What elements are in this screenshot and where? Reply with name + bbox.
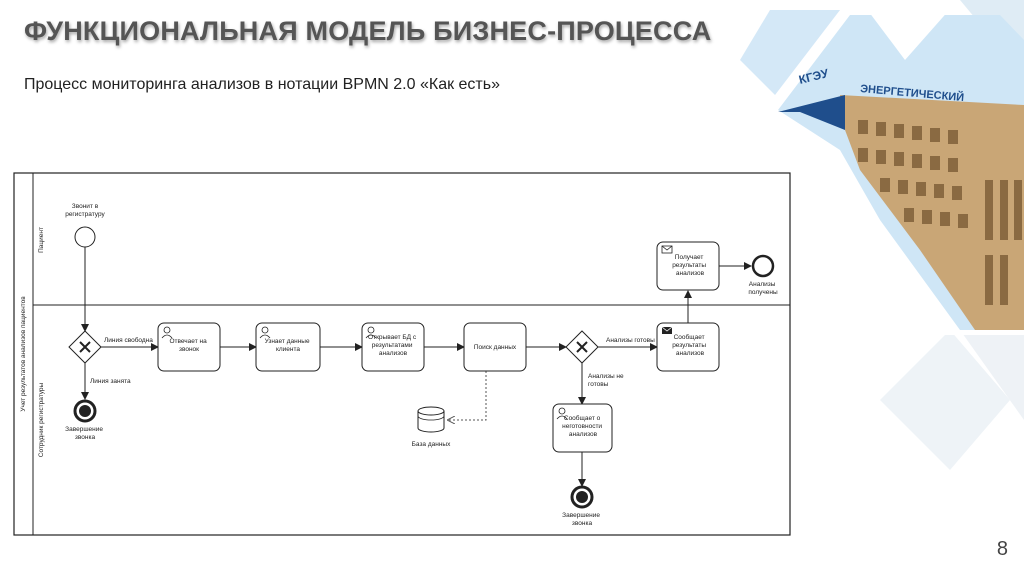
task-client-data: Узнает данные клиента [255, 322, 321, 372]
svg-text:Получает результаты: Получает результаты анализов [672, 254, 708, 277]
lane-label-staff: Сотрудник регистратуры [38, 382, 45, 457]
svg-text:Сообщает о неготовности: Сообщает о неготовности анализов [562, 414, 604, 438]
svg-text:Узнает данные клиента: Узнает данные клиента [265, 338, 312, 353]
flow-label-line-free: Линия свободна [104, 336, 153, 344]
lane-label-patient: Пациент [38, 227, 45, 253]
svg-text:Поиск данных: Поиск данных [474, 344, 517, 351]
flow-label-not-ready: Анализы не готовы [588, 373, 625, 388]
task-receive-results: Получает результаты анализов [656, 241, 720, 291]
svg-text:Отвечает на звонок: Отвечает на звонок [169, 338, 208, 353]
end-event-busy-label: Завершение звонка [65, 426, 105, 441]
slide-subtitle: Процесс мониторинга анализов в нотации B… [24, 76, 500, 93]
end-event-notready-label: Завершение звонка [562, 512, 602, 527]
exclusive-gateway-ready [565, 330, 599, 364]
end-event-received [751, 254, 775, 278]
flow-label-ready: Анализы готовы [606, 337, 655, 344]
svg-text:Открывает БД с результат: Открывает БД с результатами анализов [368, 334, 418, 357]
end-event-received-label: Анализы получены [748, 281, 778, 296]
association-search-db [448, 371, 487, 420]
task-open-db: Открывает БД с результатами анализов [361, 322, 425, 372]
task-answers: Отвечает на звонок [157, 322, 221, 372]
task-send-results: Сообщает результаты анализов [656, 322, 720, 372]
start-event [74, 226, 96, 248]
pool-label: Учет результатов анализов пациентов [20, 296, 27, 412]
page-number: 8 [996, 538, 1008, 560]
flow-label-line-busy: Линия занята [90, 378, 131, 385]
database-label: База данных [412, 441, 451, 448]
database-icon [417, 406, 445, 433]
task-not-ready: Сообщает о неготовности анализов [552, 403, 613, 453]
svg-text:Сообщает результаты: Сообщает результаты анализов [672, 333, 708, 357]
slide-title: ФУНКЦИОНАЛЬНАЯ МОДЕЛЬ БИЗНЕС-ПРОЦЕССА [24, 16, 712, 46]
exclusive-gateway-line [68, 330, 102, 364]
task-search: Поиск данных [463, 322, 527, 372]
